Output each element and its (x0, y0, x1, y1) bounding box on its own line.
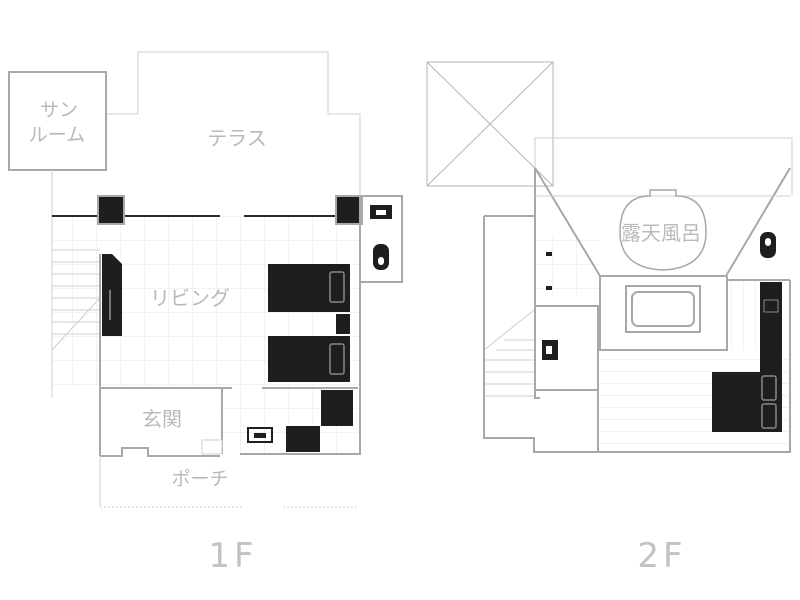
wash-basin (247, 427, 273, 443)
toilet-room-1f (359, 195, 403, 283)
terrace-area (106, 51, 361, 196)
floor-label-1f: 1F (208, 536, 257, 576)
room-label-outdoor-bath: 露天風呂 (621, 221, 701, 245)
floor-1f: サン ルーム テラス リビング 玄関 ポーチ 1F (8, 51, 403, 576)
floor-2f: 露天風呂 2F (426, 61, 793, 576)
bed (268, 336, 350, 382)
bed (712, 372, 782, 432)
sink-icon (542, 340, 558, 360)
bathtub (625, 285, 701, 333)
kitchen-counter (760, 282, 782, 374)
bath-terrace-outline (534, 137, 793, 196)
shower-fixture (546, 252, 552, 290)
room-label-entrance: 玄関 (142, 407, 182, 431)
void-area (426, 61, 554, 187)
porch-area (99, 456, 358, 508)
room-label-terrace: テラス (207, 126, 267, 150)
floor-label-2f: 2F (637, 536, 686, 576)
tv-stand (102, 254, 122, 336)
room-label-sunroom: サン (40, 99, 78, 121)
sunroom (8, 71, 107, 215)
column (335, 195, 363, 225)
room-label-sunroom: ルーム (29, 124, 85, 146)
toilet-icon (760, 232, 776, 258)
cabinet (286, 426, 320, 452)
room-label-living: リビング (150, 286, 230, 310)
staircase-2f (483, 309, 535, 397)
walls-2f (483, 167, 791, 453)
room-label-porch: ポーチ (171, 468, 228, 490)
outdoor-bath (619, 189, 707, 271)
column (97, 195, 125, 225)
shoe-cabinet (201, 439, 223, 455)
corridor-floor (536, 236, 600, 296)
nightstand (336, 314, 350, 334)
bed (268, 264, 350, 312)
cabinet (321, 390, 353, 426)
